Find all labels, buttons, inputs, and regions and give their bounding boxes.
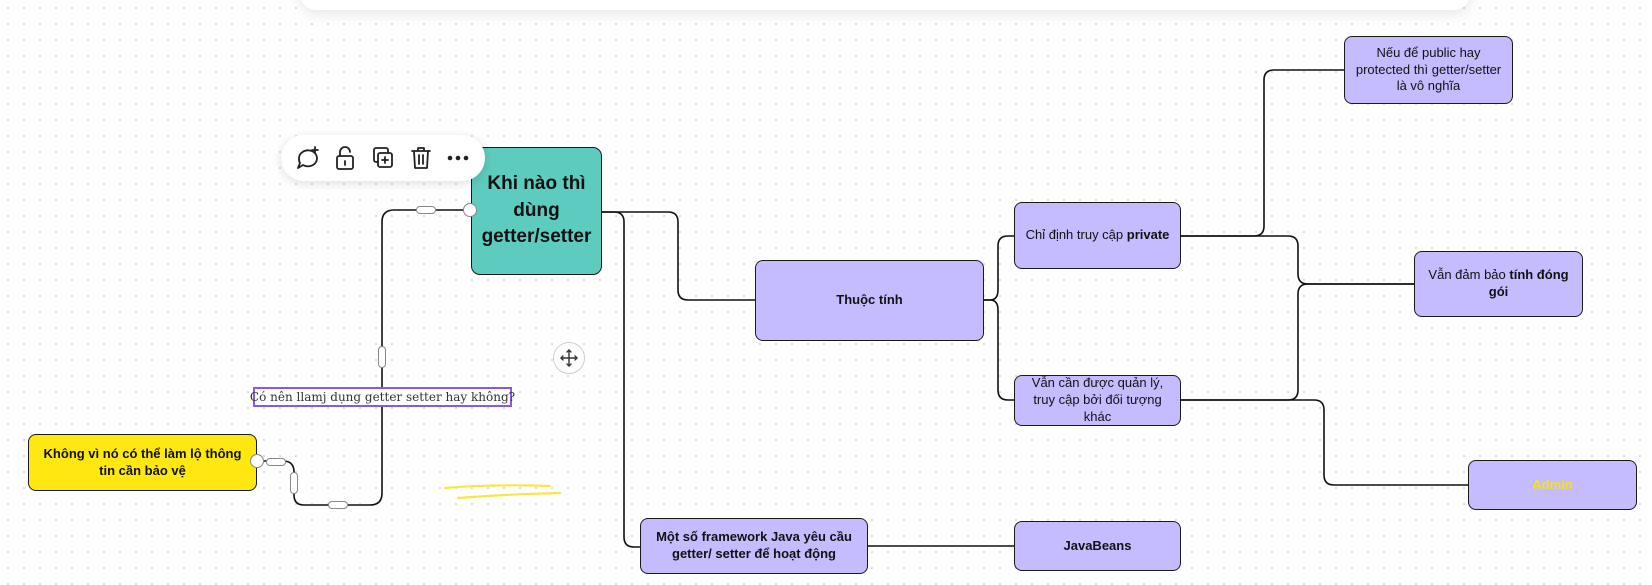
node-public-protected[interactable]: Nếu để public hay protected thì getter/s… — [1344, 36, 1513, 104]
node-managed-access[interactable]: Vẫn cần được quản lý, truy cập bởi đối t… — [1014, 375, 1181, 426]
unlock-icon[interactable] — [329, 142, 361, 174]
more-icon[interactable] — [442, 142, 474, 174]
node-javabeans[interactable]: JavaBeans — [1014, 521, 1181, 571]
node-answer-no-text: Không vì nó có thể làm lộ thông tin cần … — [43, 445, 242, 478]
connector-center-attributes — [602, 211, 755, 301]
node-answer-no[interactable]: Không vì nó có thể làm lộ thông tin cần … — [28, 434, 257, 491]
connector-midpoint-handle[interactable] — [266, 458, 286, 466]
duplicate-icon[interactable] — [367, 142, 399, 174]
connector-endpoint-handle[interactable] — [250, 454, 264, 468]
question-label[interactable]: Có nên llamj dụng getter setter hay khôn… — [249, 387, 516, 407]
connector-center-answer — [257, 209, 470, 506]
trash-icon[interactable] — [405, 142, 437, 174]
add-comment-icon[interactable] — [292, 142, 324, 174]
center-topic-text: Khi nào thì dùng getter/setter — [481, 173, 592, 248]
question-label-text: Có nên llamj dụng getter setter hay khôn… — [249, 390, 516, 404]
top-panel — [300, 0, 1470, 10]
node-managed-access-text: Vẫn cần được quản lý, truy cập bởi đối t… — [1031, 375, 1164, 424]
connector-private-public — [1181, 69, 1344, 237]
node-admin-text: Admin — [1532, 476, 1573, 492]
connector-center-frameworks — [602, 211, 640, 548]
connector-midpoint-handle[interactable] — [290, 472, 298, 494]
node-admin[interactable]: Admin — [1468, 460, 1637, 510]
node-frameworks[interactable]: Một số framework Java yêu cầu getter/ se… — [640, 518, 868, 574]
connector-attributes-managed — [984, 299, 1014, 401]
node-private-access[interactable]: Chỉ định truy cập private — [1014, 202, 1181, 269]
connector-managed-admin — [1181, 399, 1468, 486]
highlighter-scribble — [443, 484, 562, 500]
node-frameworks-text: Một số framework Java yêu cầu getter/ se… — [656, 529, 852, 561]
connector-midpoint-handle[interactable] — [416, 206, 436, 214]
node-private-access-text: Chỉ định truy cập private — [1025, 227, 1170, 243]
node-attributes[interactable]: Thuộc tính — [755, 260, 984, 341]
node-encapsulation[interactable]: Vẫn đảm bảo tính đóng gói — [1414, 251, 1583, 317]
node-javabeans-text: JavaBeans — [1063, 537, 1132, 553]
node-public-protected-text: Nếu để public hay protected thì getter/s… — [1355, 44, 1502, 94]
node-encapsulation-text: Vẫn đảm bảo tính đóng gói — [1428, 267, 1569, 299]
connector-endpoint-handle[interactable] — [463, 203, 477, 217]
connector-midpoint-handle[interactable] — [328, 501, 348, 509]
connector-midpoint-handle[interactable] — [378, 346, 386, 368]
connector-private-encapsulation — [1181, 235, 1414, 285]
connector-managed-encapsulation — [1181, 283, 1414, 401]
center-topic-node[interactable]: Khi nào thì dùng getter/setter — [471, 147, 602, 275]
connector-attributes-private — [984, 235, 1014, 301]
selection-toolbar — [281, 135, 485, 181]
move-icon[interactable] — [553, 342, 585, 374]
node-attributes-text: Thuộc tính — [836, 292, 903, 308]
